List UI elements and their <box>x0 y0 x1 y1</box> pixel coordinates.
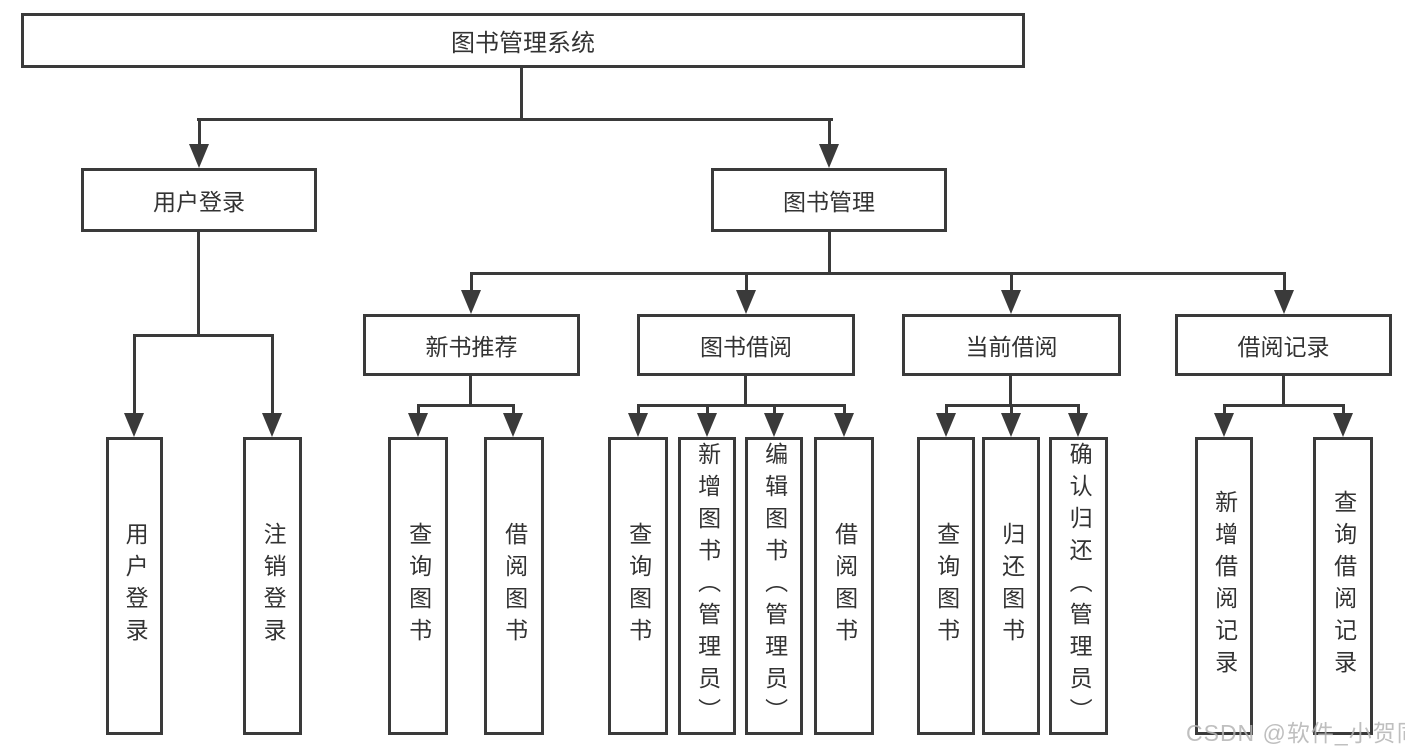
leaf-current-query: 查询图书 <box>917 437 975 735</box>
csdn-watermark: CSDN @软件_小贺同学 <box>1186 720 1405 746</box>
arrow-down-icon <box>503 413 523 437</box>
user-login-split-drop <box>133 335 136 417</box>
node-book-mgmt-label: 图书管理 <box>783 189 875 215</box>
leaf-login: 用户登录 <box>106 437 163 735</box>
leaf-records-query-label: 查询借阅记录 <box>1330 490 1357 682</box>
borrow-records-split-rail <box>1223 404 1345 407</box>
borrow-records-split-drop <box>1342 405 1345 417</box>
user-login-split-rail <box>133 334 274 337</box>
root-split-rail <box>197 118 833 121</box>
node-borrow-records: 借阅记录 <box>1175 314 1392 376</box>
book-mgmt-split-rail <box>470 272 1286 275</box>
arrow-down-icon <box>124 413 144 437</box>
book-mgmt-split-drop <box>1010 273 1013 294</box>
user-login-split-stub <box>197 232 200 337</box>
leaf-borrow-edit: 编辑图书（管理员） <box>745 437 803 735</box>
borrow-records-split-stub <box>1282 376 1285 406</box>
leaf-borrow-query-label: 查询图书 <box>625 522 652 650</box>
leaf-login-label: 用户登录 <box>122 522 149 650</box>
leaf-records-query: 查询借阅记录 <box>1313 437 1373 735</box>
book-mgmt-split-drop <box>1283 273 1286 294</box>
node-current-borrow: 当前借阅 <box>902 314 1121 376</box>
current-borrow-split-drop <box>1010 405 1013 417</box>
arrow-down-icon <box>408 413 428 437</box>
new-book-rec-split-drop <box>512 405 515 417</box>
node-user-login-label: 用户登录 <box>153 189 245 215</box>
node-root: 图书管理系统 <box>21 13 1025 68</box>
arrow-down-icon <box>1068 413 1088 437</box>
leaf-newbook-borrow: 借阅图书 <box>484 437 544 735</box>
leaf-current-query-label: 查询图书 <box>933 522 960 650</box>
arrow-down-icon <box>1333 413 1353 437</box>
node-root-label: 图书管理系统 <box>451 30 595 57</box>
leaf-borrow-borrow-label: 借阅图书 <box>831 522 858 650</box>
book-borrow-split-drop <box>843 405 846 417</box>
arrow-down-icon <box>736 290 756 314</box>
leaf-newbook-query: 查询图书 <box>388 437 448 735</box>
new-book-rec-split-rail <box>417 404 515 407</box>
root-split-drop <box>828 119 831 148</box>
node-book-mgmt: 图书管理 <box>711 168 947 232</box>
arrow-down-icon <box>1274 290 1294 314</box>
arrow-down-icon <box>936 413 956 437</box>
new-book-rec-split-drop <box>417 405 420 417</box>
new-book-rec-split-stub <box>469 376 472 406</box>
leaf-logout: 注销登录 <box>243 437 302 735</box>
current-borrow-split-stub <box>1009 376 1012 406</box>
arrow-down-icon <box>834 413 854 437</box>
current-borrow-split-drop <box>945 405 948 417</box>
leaf-newbook-borrow-label: 借阅图书 <box>501 522 528 650</box>
book-mgmt-split-stub <box>828 232 831 275</box>
node-new-book-rec-label: 新书推荐 <box>425 334 518 360</box>
book-mgmt-split-drop <box>470 273 473 294</box>
node-borrow-records-label: 借阅记录 <box>1237 334 1330 360</box>
leaf-borrow-query: 查询图书 <box>608 437 668 735</box>
leaf-borrow-add-label: 新增图书（管理员） <box>694 442 721 730</box>
node-book-borrow-label: 图书借阅 <box>700 334 792 360</box>
arrow-down-icon <box>819 144 839 168</box>
leaf-current-confirm: 确认归还（管理员） <box>1049 437 1108 735</box>
arrow-down-icon <box>461 290 481 314</box>
leaf-current-return: 归还图书 <box>982 437 1040 735</box>
leaf-borrow-borrow: 借阅图书 <box>814 437 874 735</box>
book-borrow-split-drop <box>637 405 640 417</box>
node-new-book-rec: 新书推荐 <box>363 314 580 376</box>
node-user-login: 用户登录 <box>81 168 317 232</box>
arrow-down-icon <box>189 144 209 168</box>
root-split-drop <box>198 119 201 148</box>
user-login-split-drop <box>271 335 274 417</box>
root-split-stub <box>520 68 523 121</box>
leaf-records-add-label: 新增借阅记录 <box>1211 490 1238 682</box>
leaf-newbook-query-label: 查询图书 <box>405 522 432 650</box>
node-book-borrow: 图书借阅 <box>637 314 855 376</box>
leaf-current-return-label: 归还图书 <box>998 522 1025 650</box>
current-borrow-split-drop <box>1077 405 1080 417</box>
book-borrow-split-drop <box>706 405 709 417</box>
leaf-borrow-edit-label: 编辑图书（管理员） <box>761 442 788 730</box>
leaf-records-add: 新增借阅记录 <box>1195 437 1253 735</box>
arrow-down-icon <box>628 413 648 437</box>
arrow-down-icon <box>1001 290 1021 314</box>
leaf-current-confirm-label: 确认归还（管理员） <box>1066 442 1093 730</box>
book-borrow-split-stub <box>744 376 747 406</box>
book-borrow-split-drop <box>773 405 776 417</box>
leaf-logout-label: 注销登录 <box>260 522 287 650</box>
book-mgmt-split-drop <box>745 273 748 294</box>
arrow-down-icon <box>764 413 784 437</box>
borrow-records-split-drop <box>1223 405 1226 417</box>
arrow-down-icon <box>1001 413 1021 437</box>
book-borrow-split-rail <box>637 404 846 407</box>
arrow-down-icon <box>262 413 282 437</box>
arrow-down-icon <box>697 413 717 437</box>
node-current-borrow-label: 当前借阅 <box>965 334 1058 360</box>
arrow-down-icon <box>1214 413 1234 437</box>
leaf-borrow-add: 新增图书（管理员） <box>678 437 736 735</box>
